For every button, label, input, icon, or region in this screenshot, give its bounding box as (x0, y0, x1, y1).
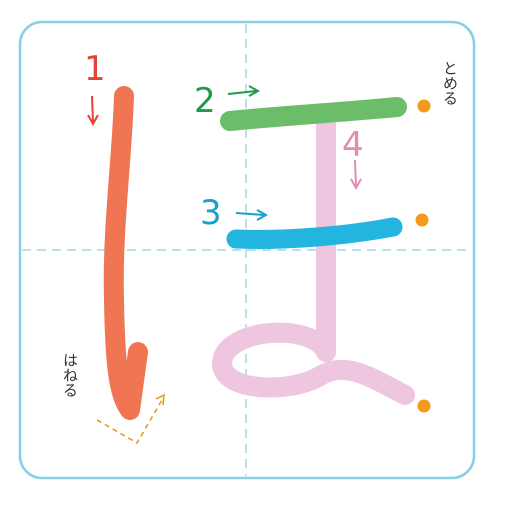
hane-guide-arrowhead (155, 393, 165, 406)
stroke-1-number: 1 (84, 49, 106, 89)
stroke-4-loop (212, 322, 415, 405)
stroke-3-end-dot (415, 213, 429, 227)
stroke-2-direction-arrow (227, 85, 261, 97)
hane-guide-line (96, 399, 163, 445)
stroke-1-direction-arrow (87, 95, 99, 127)
tome-label: とめる (441, 61, 459, 106)
hane-label: はねる (61, 353, 79, 398)
stroke-4-number: 4 (342, 125, 364, 165)
stroke-3-bar (226, 217, 403, 249)
stroke-2-bar (220, 97, 407, 131)
stroke-1-vertical (103, 86, 148, 420)
stroke-3-number: 3 (200, 193, 222, 233)
stroke-3-direction-arrow (235, 209, 269, 221)
stroke-4-end-dot (417, 399, 431, 413)
stroke-2-end-dot (417, 99, 431, 113)
stroke-2-number: 2 (194, 81, 216, 121)
stroke-4-direction-arrow (350, 159, 362, 191)
